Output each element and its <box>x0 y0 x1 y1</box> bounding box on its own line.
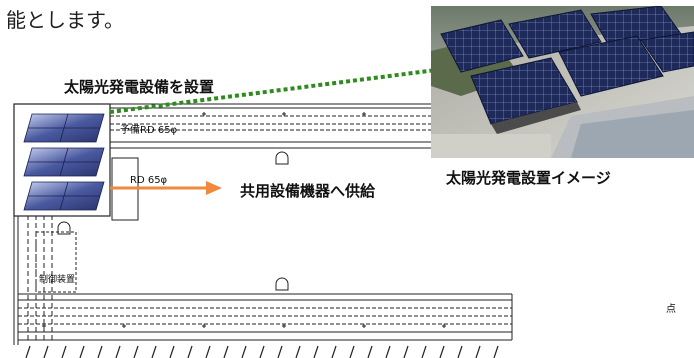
pipe-label: RD 65φ <box>130 175 168 186</box>
solar-panels <box>23 113 105 211</box>
control-device-label: 制御装置 <box>39 275 76 285</box>
right-mark-label: 点 <box>666 304 676 315</box>
solar-installation-photo <box>431 6 694 158</box>
spare-pipe-label: 予備RD 65φ <box>120 125 178 136</box>
supply-arrow <box>110 181 222 195</box>
intro-text: 能とします。 <box>6 8 124 32</box>
supply-label: 共用設備機器へ供給 <box>240 182 376 200</box>
install-connector-line <box>109 68 437 114</box>
install-title: 太陽光発電設備を設置 <box>64 78 215 96</box>
photo-caption: 太陽光発電設置イメージ <box>446 169 611 187</box>
